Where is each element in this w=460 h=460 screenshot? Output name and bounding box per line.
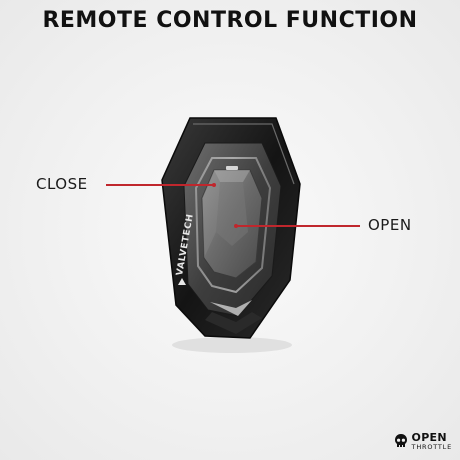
main-button xyxy=(201,169,263,279)
led-indicator xyxy=(226,166,238,170)
button-rim xyxy=(194,157,272,294)
close-label: CLOSE xyxy=(36,175,88,193)
brand-logo: OPEN THROTTLE xyxy=(393,432,452,451)
lower-chevron xyxy=(210,300,252,316)
brand-name-top: OPEN xyxy=(411,430,447,444)
close-callout-line xyxy=(106,184,214,186)
open-callout-line xyxy=(236,225,360,227)
button-top-facet xyxy=(214,170,250,182)
open-callout-dot xyxy=(234,224,238,228)
brand-name-bottom: THROTTLE xyxy=(411,442,452,451)
lower-lip xyxy=(205,312,262,334)
skull-icon xyxy=(394,433,407,447)
page-title: REMOTE CONTROL FUNCTION xyxy=(42,8,418,33)
close-callout-dot xyxy=(212,183,216,187)
button-left-facet xyxy=(202,170,220,258)
device-logo-mark xyxy=(178,278,186,285)
frame-highlight xyxy=(193,123,295,185)
button-center-facet xyxy=(216,182,248,246)
open-label: OPEN xyxy=(368,216,412,234)
device-shadow xyxy=(172,337,292,353)
